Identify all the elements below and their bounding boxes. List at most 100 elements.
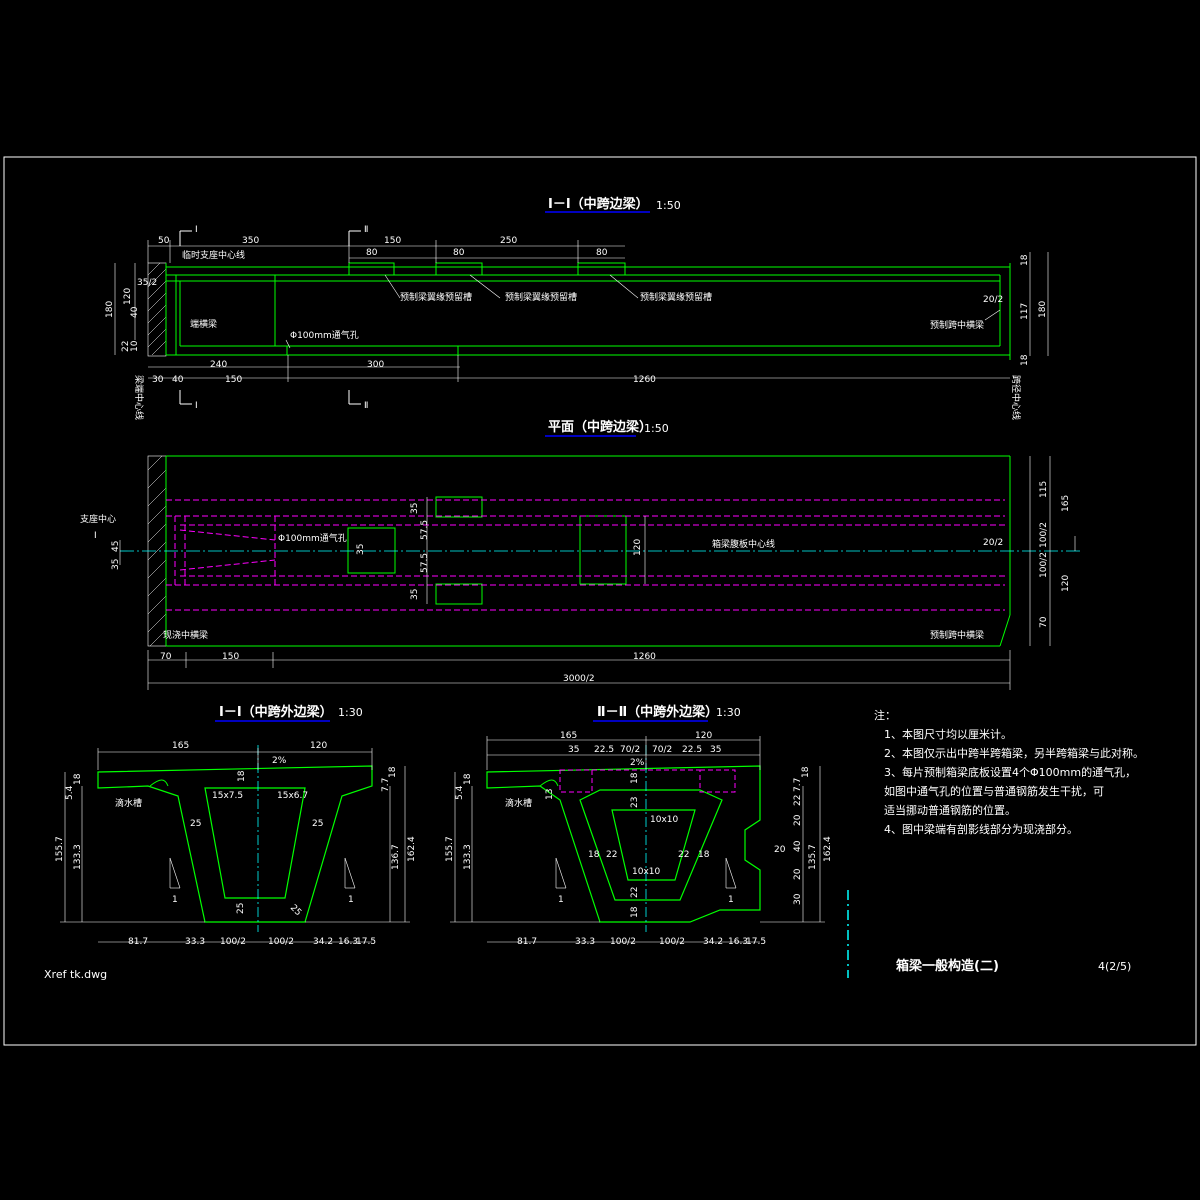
plan-label-vent: Φ100mm通气孔 — [278, 532, 347, 544]
elevation-view: Ⅰ－Ⅰ（中跨边梁） 1:50 — [105, 196, 1049, 420]
elevation-title: Ⅰ－Ⅰ（中跨边梁） — [548, 196, 649, 212]
s2-mark-left: 1 — [558, 895, 564, 905]
s2-label-22c: 22 — [630, 887, 640, 898]
section2-dims — [450, 736, 825, 943]
section2-hidden — [559, 769, 736, 793]
s2-mark-right: 1 — [728, 895, 734, 905]
s2-right-135: 135.7 — [808, 844, 818, 870]
s2-bot-33: 33.3 — [575, 937, 595, 947]
s2-label-18d: 18 — [630, 906, 640, 918]
plan-dim-165: 165 — [1061, 495, 1071, 512]
plan-hatch — [147, 455, 167, 647]
s2-dim-165: 165 — [560, 731, 577, 741]
s2-label-23: 23 — [630, 797, 640, 808]
s2-left-18: 18 — [463, 773, 473, 785]
s2-right-162: 162.4 — [823, 836, 833, 862]
s2-bot-34: 34.2 — [703, 937, 723, 947]
plan-dim-115: 115 — [1039, 481, 1049, 498]
sheet-number: 4(2/5) — [1098, 960, 1131, 973]
elev-mark-II-bot: Ⅱ — [364, 401, 368, 411]
s2-bot-81: 81.7 — [517, 937, 537, 947]
s1-left-5: 5.4 — [65, 785, 75, 800]
s2-dim-22b: 22.5 — [682, 745, 702, 755]
plan-dim-100-2a: 100/2 — [1039, 522, 1049, 548]
plan-dim-120-right: 120 — [1061, 575, 1071, 592]
plan-label-half: 20/2 — [983, 538, 1003, 548]
s2-label-22b: 22 — [678, 850, 689, 860]
note-3b: 如图中通气孔的位置与普通钢筋发生干扰，可 — [884, 784, 1104, 798]
elev-dim-20-2: 20/2 — [983, 295, 1003, 305]
s2-right-22: 22 — [793, 795, 803, 806]
plan-label-end-beam: 现浇中横梁 — [163, 629, 208, 641]
s1-bot-17: 17.5 — [356, 937, 376, 947]
s1-bot-16: 16.3 — [338, 937, 358, 947]
elev-dim-40: 40 — [172, 375, 184, 385]
elev-dim-80a: 80 — [366, 248, 378, 258]
elev-dim-35-2: 35/2 — [137, 278, 157, 288]
plan-dim-70: 70 — [160, 652, 172, 662]
elev-dim-30: 30 — [152, 375, 164, 385]
section2-title: Ⅱ－Ⅱ（中跨外边梁） — [597, 704, 718, 720]
s1-drip-label: 滴水槽 — [115, 797, 142, 809]
notes-heading: 注： — [874, 708, 896, 722]
elev-label-bearing: 临时支座中心线 — [182, 249, 245, 261]
s2-right-20a: 20 — [793, 814, 803, 826]
s1-label-25d: 25 — [288, 903, 303, 918]
elev-label-midspan: 预制跨中横梁 — [930, 319, 984, 331]
s1-label-18: 18 — [237, 770, 247, 782]
elevation-hatch — [147, 262, 167, 356]
section1-drip-groove — [149, 779, 169, 787]
section2-cell — [579, 789, 723, 901]
s2-right-18: 18 — [801, 766, 811, 778]
s2-bot-17: 17.5 — [746, 937, 766, 947]
s2-left-133: 133.3 — [463, 844, 473, 870]
s2-dim-70a: 70/2 — [620, 745, 640, 755]
section2-view: Ⅱ－Ⅱ（中跨外边梁） 1:30 165 120 35 — [445, 704, 833, 947]
section1-dims — [60, 748, 410, 943]
section2-scale: 1:30 — [716, 706, 741, 719]
s2-dim-120: 120 — [695, 731, 712, 741]
elev-mark-II-top: Ⅱ — [364, 225, 368, 235]
elev-label-anchor2: 预制梁翼缘预留槽 — [505, 291, 577, 303]
plan-dim-120-inner: 120 — [633, 539, 643, 556]
s1-right-162: 162.4 — [407, 836, 417, 862]
s2-dim-70b: 70/2 — [652, 745, 672, 755]
plan-dim-35c: 35 — [356, 544, 366, 555]
plan-mark-I: I — [94, 531, 97, 541]
s1-bot-100b: 100/2 — [268, 937, 294, 947]
elev-dim-80b: 80 — [453, 248, 465, 258]
elevation-scale: 1:50 — [656, 199, 681, 212]
s1-bot-33: 33.3 — [185, 937, 205, 947]
s1-label-15x6: 15x6.7 — [277, 791, 308, 801]
section2-inner-cell — [611, 809, 696, 881]
elev-dim-10-left: 10 — [130, 340, 140, 352]
plan-label-beam-center: 箱梁腹板中心线 — [712, 538, 775, 550]
plan-title: 平面（中跨边梁） — [548, 419, 652, 435]
elev-label-left-vertical: 梁端中心线 — [133, 375, 145, 420]
s1-label-25a: 25 — [190, 819, 201, 829]
s2-label-22a: 22 — [606, 850, 617, 860]
s1-bot-34: 34.2 — [313, 937, 333, 947]
section1-title: Ⅰ－Ⅰ（中跨外边梁） — [219, 704, 333, 720]
plan-scale: 1:50 — [644, 422, 669, 435]
s1-label-25c: 25 — [236, 903, 246, 914]
plan-dim-35b: 35 — [410, 589, 420, 600]
elevation-leaders — [285, 274, 1001, 349]
elev-dim-300: 300 — [367, 360, 384, 370]
plan-dim-lines — [119, 456, 1076, 690]
plan-dim-100-2b: 100/2 — [1039, 552, 1049, 578]
elev-dim-40-left: 40 — [130, 306, 140, 318]
elev-label-right-vertical: 跨径中心线 — [1010, 375, 1022, 420]
elev-dim-22-left: 22 — [121, 341, 131, 352]
elev-mark-I-bot: Ⅰ — [195, 401, 198, 411]
section1-view: Ⅰ－Ⅰ（中跨外边梁） 1:30 165 120 2% 15x7.5 15x6.7… — [55, 704, 417, 947]
s2-label-18a: 18 — [588, 850, 600, 860]
s1-left-133: 133.3 — [73, 844, 83, 870]
s1-bot-100a: 100/2 — [220, 937, 246, 947]
s2-left-5: 5.4 — [455, 785, 465, 800]
s2-bot-100b: 100/2 — [659, 937, 685, 947]
plan-label-mid-beam: 预制跨中横梁 — [930, 629, 984, 641]
elev-label-anchor3: 预制梁翼缘预留槽 — [640, 291, 712, 303]
elevation-beam-outline — [165, 262, 1011, 360]
